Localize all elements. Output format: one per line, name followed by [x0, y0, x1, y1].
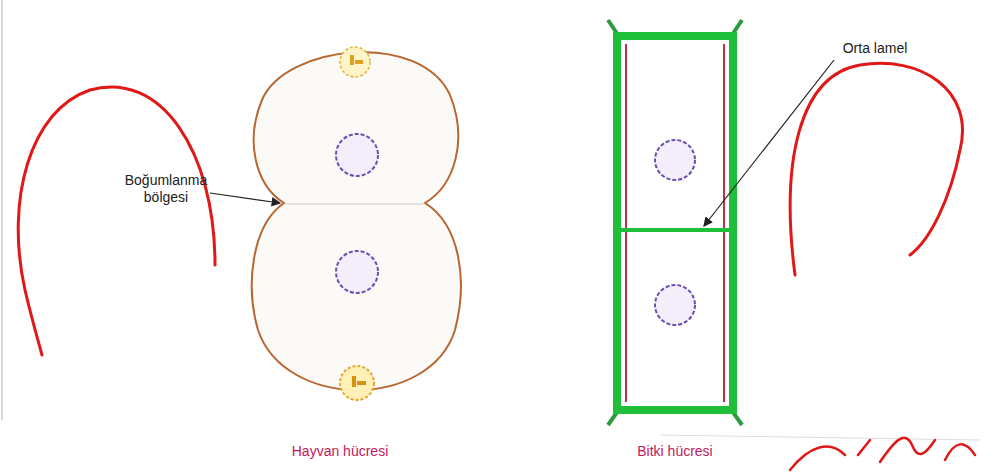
centrosome	[340, 47, 370, 77]
hand-annotation	[18, 87, 215, 355]
animal-cell	[252, 47, 461, 400]
hand-annotation	[790, 438, 975, 470]
leader-line	[210, 193, 280, 203]
figure-caption: Hayvan hücresi	[292, 443, 389, 460]
plasma-membrane	[723, 44, 725, 402]
nucleus	[655, 140, 695, 180]
leader-line	[704, 60, 834, 226]
nucleus	[655, 285, 695, 325]
nucleus	[336, 251, 378, 293]
hand-annotation	[790, 63, 962, 275]
plant-cell	[608, 20, 742, 425]
page-edge	[1, 0, 3, 420]
plasma-membrane	[625, 44, 627, 402]
figure-caption: Bitki hücresi	[637, 443, 712, 460]
middle-lamella	[621, 228, 729, 232]
nucleus	[336, 134, 378, 176]
furrow-line	[286, 204, 423, 205]
centrosome	[340, 366, 374, 400]
part-label: Boğumlanma bölgesi	[119, 172, 214, 206]
page-edge	[660, 435, 980, 440]
cell-membrane	[252, 52, 461, 390]
part-label: Orta lamel	[843, 40, 908, 57]
cell-wall	[617, 36, 733, 410]
